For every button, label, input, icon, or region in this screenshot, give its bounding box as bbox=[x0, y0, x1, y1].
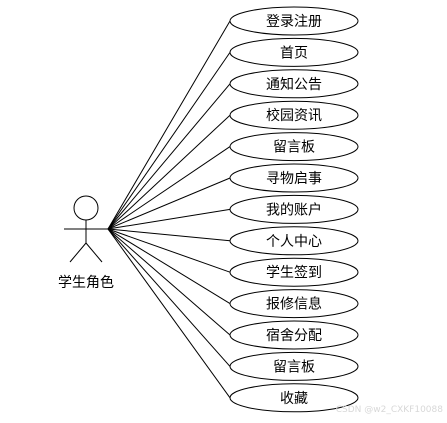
association-line bbox=[107, 228, 231, 305]
use-case-label: 收藏 bbox=[280, 391, 308, 407]
student-actor: 学生角色 bbox=[58, 195, 114, 291]
actor-head bbox=[73, 195, 99, 221]
association-line bbox=[107, 228, 231, 273]
use-case: 宿舍分配 bbox=[229, 320, 359, 350]
use-case-label: 留言板 bbox=[273, 359, 315, 375]
association-line bbox=[107, 114, 231, 230]
use-case: 通知公告 bbox=[229, 69, 359, 99]
use-case-label: 登录注册 bbox=[266, 14, 322, 30]
use-case: 收藏 bbox=[229, 383, 359, 413]
use-case-ellipse bbox=[229, 132, 359, 162]
use-case-ellipse bbox=[229, 257, 359, 287]
use-case-ellipse bbox=[229, 163, 359, 193]
use-case-label: 我的账户 bbox=[266, 201, 322, 218]
association-line bbox=[107, 228, 231, 367]
use-case-label: 个人中心 bbox=[266, 234, 322, 250]
actor-right-leg bbox=[85, 242, 103, 263]
association-line bbox=[107, 20, 231, 230]
use-case: 留言板 bbox=[229, 132, 359, 162]
association-line bbox=[107, 228, 231, 399]
use-case: 寻物启事 bbox=[229, 163, 359, 193]
use-case-ellipse bbox=[229, 351, 359, 381]
association-line bbox=[107, 177, 231, 230]
use-case-ellipse bbox=[229, 383, 359, 413]
use-case: 首页 bbox=[229, 37, 359, 67]
use-case-ellipse bbox=[229, 320, 359, 350]
association-line bbox=[107, 52, 231, 230]
association-line bbox=[107, 146, 231, 230]
association-line bbox=[107, 208, 231, 230]
use-case-label: 报修信息 bbox=[266, 296, 322, 313]
use-case-ellipse bbox=[229, 100, 359, 130]
association-lines bbox=[107, 20, 231, 399]
use-case: 校园资讯 bbox=[229, 100, 359, 130]
use-case-label: 校园资讯 bbox=[266, 107, 322, 124]
use-case: 我的账户 bbox=[229, 194, 359, 224]
watermark: CSDN @w2_CXKF10088 bbox=[335, 405, 443, 415]
use-case-label: 留言板 bbox=[273, 140, 315, 156]
use-cases: 登录注册首页通知公告校园资讯留言板寻物启事我的账户个人中心学生签到报修信息宿舍分… bbox=[229, 6, 359, 413]
use-case-ellipse bbox=[229, 194, 359, 224]
actor-left-leg bbox=[69, 242, 87, 263]
use-case: 个人中心 bbox=[229, 226, 359, 256]
use-case: 报修信息 bbox=[229, 289, 359, 319]
association-line bbox=[107, 228, 231, 242]
use-case: 学生签到 bbox=[229, 257, 359, 287]
use-case: 登录注册 bbox=[229, 6, 359, 36]
use-case-label: 首页 bbox=[280, 45, 308, 61]
use-case-ellipse bbox=[229, 6, 359, 36]
use-case-ellipse bbox=[229, 69, 359, 99]
use-case-ellipse bbox=[229, 289, 359, 319]
use-case-label: 宿舍分配 bbox=[266, 327, 322, 344]
use-case-label: 学生签到 bbox=[266, 264, 322, 281]
use-case-ellipse bbox=[229, 226, 359, 256]
use-case-ellipse bbox=[229, 37, 359, 67]
association-line bbox=[107, 83, 231, 230]
use-case-label: 寻物启事 bbox=[266, 171, 322, 187]
association-line bbox=[107, 228, 231, 336]
actor-label: 学生角色 bbox=[58, 274, 114, 291]
use-case: 留言板 bbox=[229, 351, 359, 381]
use-case-label: 通知公告 bbox=[266, 76, 322, 93]
